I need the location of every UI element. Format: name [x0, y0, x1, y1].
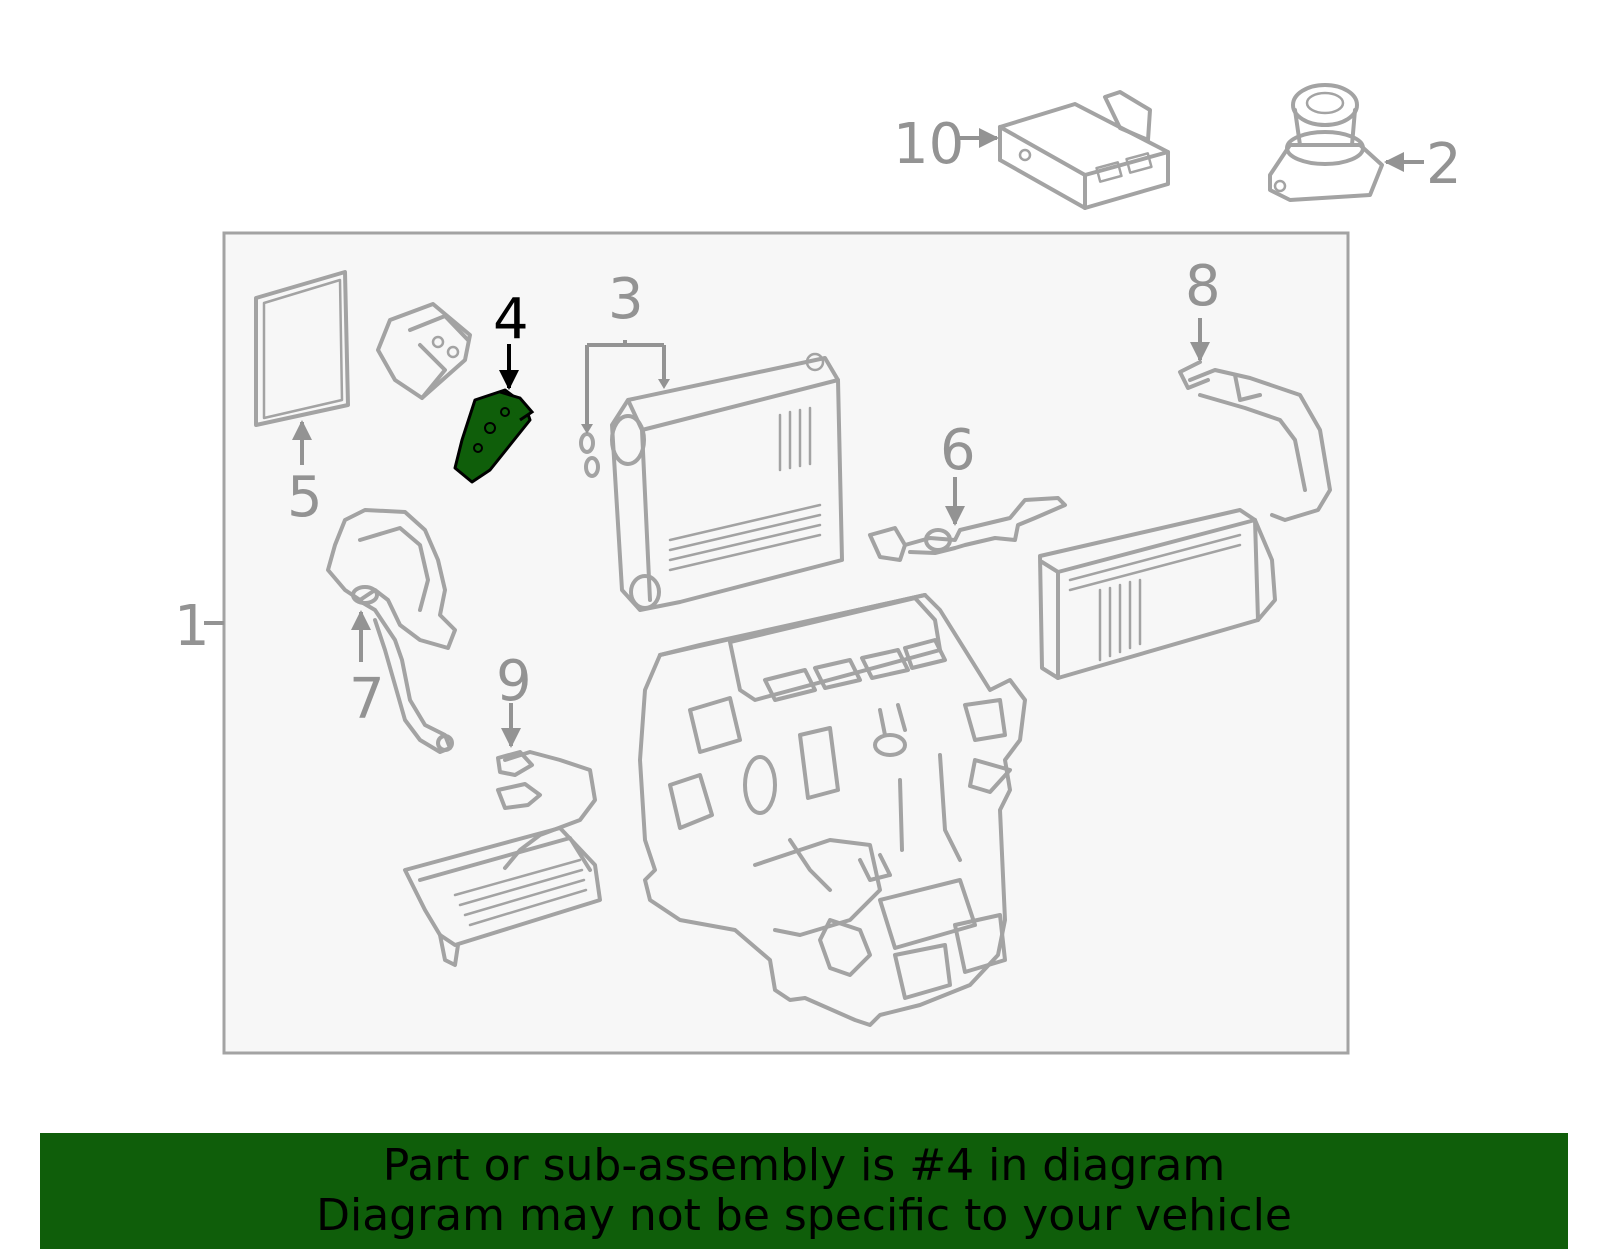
part-10-control-module[interactable] — [998, 90, 1170, 210]
callout-10: 10 — [893, 112, 964, 177]
notice-banner: Part or sub-assembly is #4 in diagram Di… — [40, 1133, 1568, 1249]
leader-3 — [585, 340, 666, 430]
part-8-heater-core[interactable] — [1038, 360, 1332, 680]
part-9-sub-heater[interactable] — [403, 750, 602, 967]
assembly-box — [222, 231, 1350, 1055]
part-2-blower-motor[interactable] — [1268, 83, 1384, 202]
callout-4: 4 — [493, 287, 529, 352]
callout-8: 8 — [1185, 254, 1221, 319]
part-6-sensor[interactable] — [868, 496, 1067, 562]
callout-9: 9 — [496, 649, 532, 714]
part-4-expansion-valve[interactable] — [453, 388, 535, 484]
banner-line-1: Part or sub-assembly is #4 in diagram — [382, 1140, 1226, 1191]
callout-5: 5 — [287, 465, 323, 530]
callout-6: 6 — [940, 418, 976, 483]
part-7-ac-tube[interactable] — [326, 508, 457, 754]
actuator-near-filter[interactable] — [376, 302, 472, 400]
callout-7: 7 — [349, 667, 385, 732]
callout-1: 1 — [174, 594, 210, 659]
callout-2: 2 — [1426, 132, 1462, 197]
part-3-evaporator[interactable] — [610, 352, 844, 612]
callout-3: 3 — [608, 267, 644, 332]
banner-line-2: Diagram may not be specific to your vehi… — [316, 1190, 1292, 1241]
part-5-filter[interactable] — [254, 270, 350, 427]
part-1-hvac-case[interactable] — [638, 593, 1027, 1027]
